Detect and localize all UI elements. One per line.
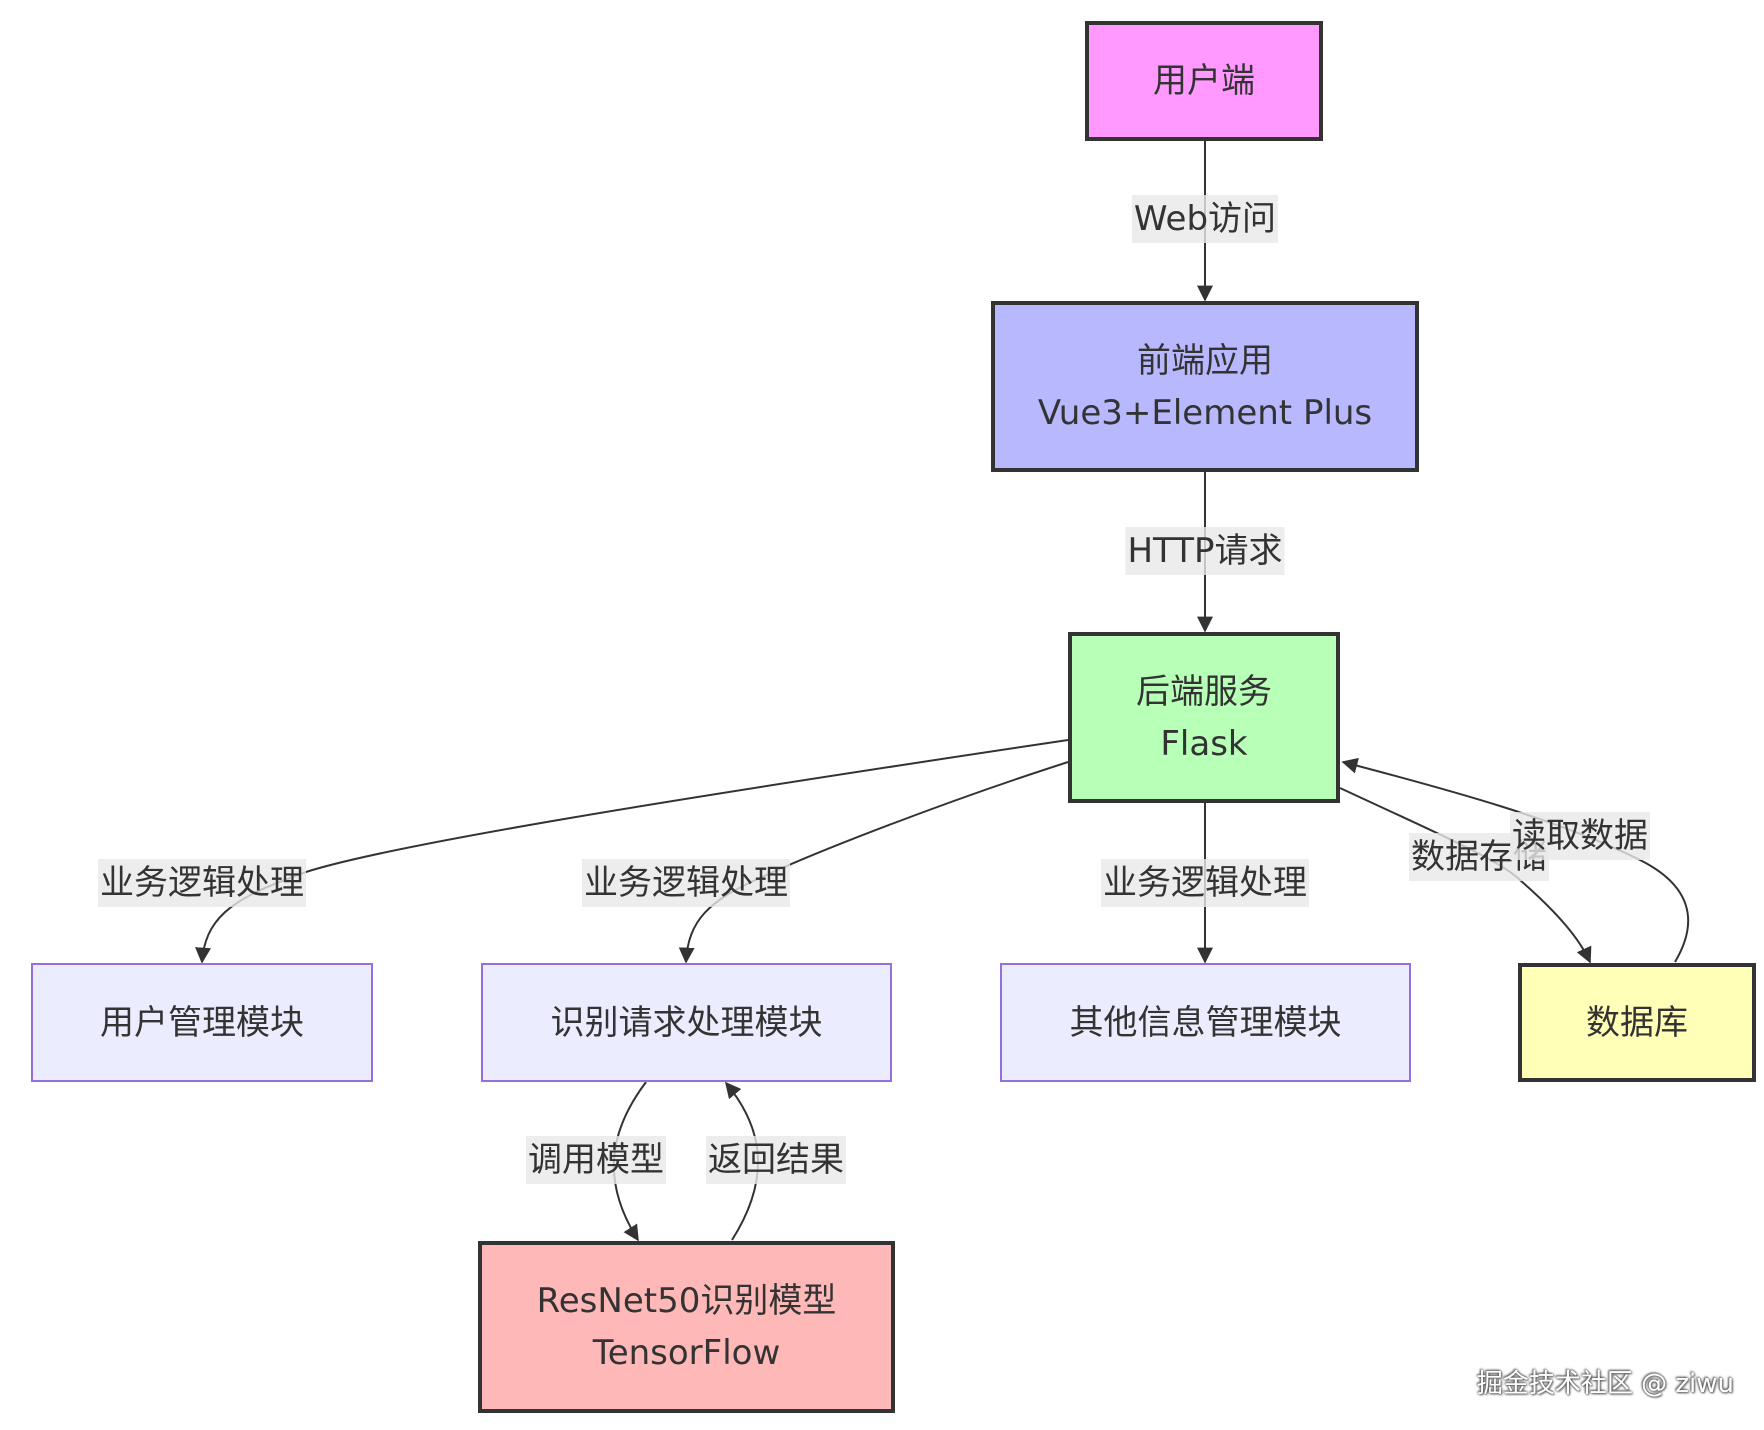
edge-label-call-model: 调用模型 — [526, 1136, 666, 1184]
node-database-label: 数据库 — [1586, 1002, 1688, 1043]
edge-biz-logic-1 — [195, 739, 1069, 964]
node-resnet50-model-title: ResNet50识别模型 — [536, 1281, 837, 1321]
node-backend-service-tech: Flask — [1160, 723, 1248, 764]
node-recognition-request-module: 识别请求处理模块 — [481, 963, 892, 1082]
node-resnet50-model-framework: TensorFlow — [592, 1333, 781, 1373]
edge-label-biz-logic-2: 业务逻辑处理 — [582, 859, 790, 907]
watermark: 掘金技术社区 @ ziwu — [1476, 1369, 1734, 1399]
node-backend-service: 后端服务 Flask — [1068, 632, 1340, 803]
node-user-client: 用户端 — [1085, 21, 1323, 141]
node-user-management-module-label: 用户管理模块 — [100, 1002, 304, 1043]
edge-label-read-data: 读取数据 — [1510, 812, 1650, 860]
edge-label-return-result: 返回结果 — [706, 1136, 846, 1184]
node-frontend-app: 前端应用 Vue3+Element Plus — [991, 301, 1419, 472]
edge-label-web-access: Web访问 — [1131, 195, 1279, 243]
node-frontend-app-title: 前端应用 — [1137, 340, 1273, 381]
edge-label-http-request: HTTP请求 — [1125, 527, 1285, 575]
edge-label-biz-logic-3: 业务逻辑处理 — [1101, 859, 1309, 907]
node-other-info-module-label: 其他信息管理模块 — [1069, 1002, 1342, 1043]
node-frontend-app-tech: Vue3+Element Plus — [1037, 392, 1373, 433]
node-database: 数据库 — [1518, 963, 1756, 1082]
edge-label-biz-logic-1: 业务逻辑处理 — [98, 859, 306, 907]
node-backend-service-title: 后端服务 — [1136, 671, 1272, 712]
node-user-management-module: 用户管理模块 — [31, 963, 373, 1082]
node-user-client-label: 用户端 — [1153, 61, 1255, 101]
node-recognition-request-module-label: 识别请求处理模块 — [550, 1002, 823, 1043]
node-other-info-module: 其他信息管理模块 — [1000, 963, 1411, 1082]
node-resnet50-model: ResNet50识别模型 TensorFlow — [478, 1241, 895, 1413]
